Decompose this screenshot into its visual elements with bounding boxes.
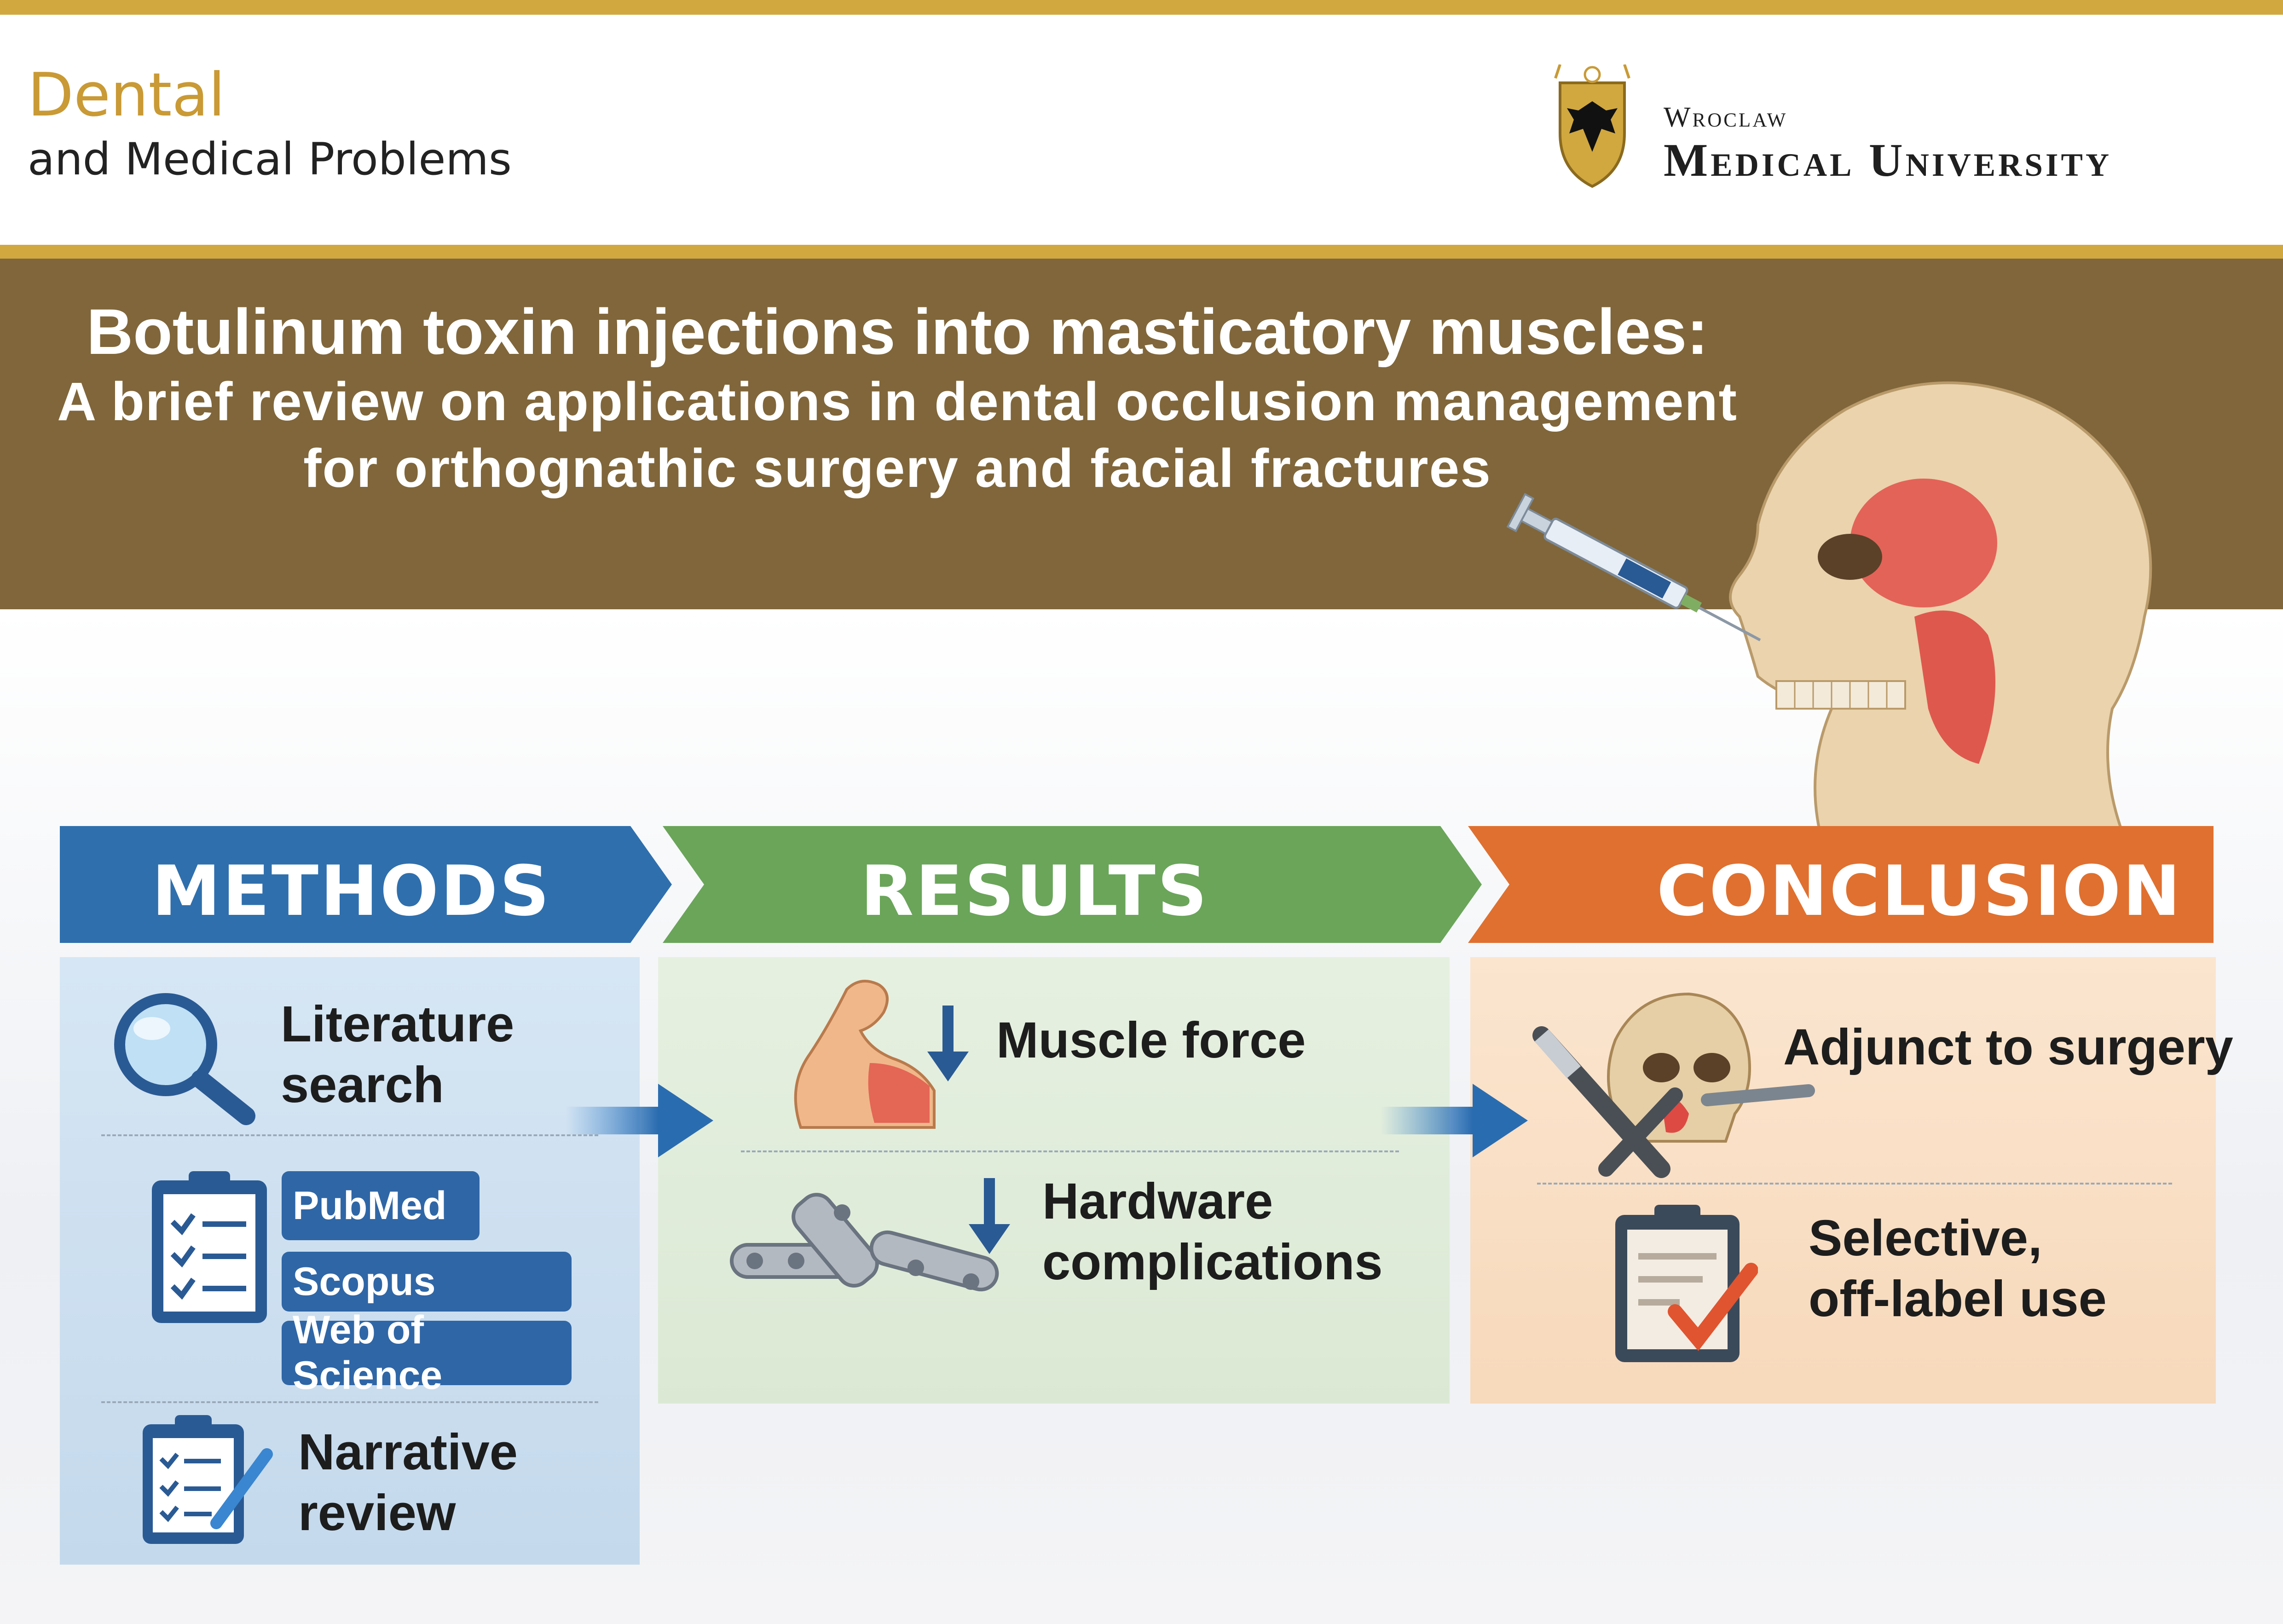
narrative-review-label: Narrative review [298,1422,518,1543]
title-line1: Botulinum toxin injections into masticat… [87,295,1708,368]
conclusion-panel [1470,957,2216,1404]
conclusion-header-band [1468,826,2214,943]
results-panel [658,957,1450,1404]
literature-line1: Literature [281,996,514,1052]
skull-syringe-illustration [1506,381,2152,842]
top-gold-bar [0,0,2283,15]
database-pubmed: PubMed [282,1171,480,1240]
narrative-line1: Narrative [298,1424,518,1480]
selective-line1: Selective, [1809,1210,2042,1266]
skull-scalpel-icon [1532,992,1815,1178]
muscle-force-label: Muscle force [996,1012,1306,1069]
selective-line2: off-label use [1809,1271,2107,1327]
university-crest-icon [1554,64,1630,188]
hardware-complications-label: Hardware complications [1042,1171,1383,1293]
hardware-line2: complications [1042,1234,1383,1290]
header-gold-line [0,245,2283,259]
university-name-line2: Medical University [1664,134,2112,186]
methods-divider-1 [101,1134,598,1136]
hardware-line1: Hardware [1042,1173,1273,1230]
down-arrow-icon [969,1178,1010,1254]
selective-use-label: Selective, off-label use [1809,1208,2107,1329]
journal-name-line2: and Medical Problems [28,133,512,185]
results-divider [741,1150,1399,1152]
narrative-line2: review [298,1485,456,1541]
results-header: RESULTS [861,851,1209,931]
down-arrow-icon [927,1006,969,1081]
conclusion-header: CONCLUSION [1657,851,2183,931]
literature-line2: search [281,1057,444,1113]
database-scopus: Scopus [282,1252,572,1312]
flexed-arm-icon [794,980,936,1129]
methods-divider-2 [101,1401,598,1403]
title-line2: A brief review on applications in dental… [57,371,1738,432]
magnifier-icon [114,993,255,1125]
clipboard-check-icon [1615,1205,1758,1362]
university-name-line1: Wroclaw [1664,102,1788,133]
header [0,15,2283,245]
arrow-methods-to-results [566,1084,713,1157]
literature-search-label: Literature search [281,994,514,1115]
clipboard-pen-icon [143,1415,273,1544]
database-web-of-science: Web of Science [282,1308,572,1398]
arrow-results-to-conclusion [1381,1084,1528,1157]
title-line3: for orthognathic surgery and facial frac… [303,438,1491,499]
bone-plate-icon [730,1193,999,1292]
methods-header: METHODS [152,851,551,931]
section-headers [60,826,2214,943]
adjunct-to-surgery-label: Adjunct to surgery [1783,1019,2233,1075]
results-header-band [663,826,1482,943]
clipboard-icon [152,1171,267,1323]
methods-header-band [60,826,672,943]
journal-name-line1: Dental [28,60,225,130]
conclusion-divider [1537,1183,2172,1185]
